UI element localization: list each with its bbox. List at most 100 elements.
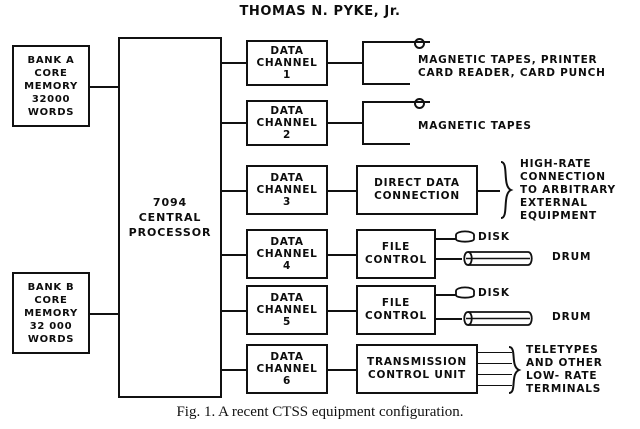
bank-b-line-4: 32 000 [29, 320, 73, 332]
channel-6-peripherals-line-4: TERMINALS [526, 383, 602, 395]
channel-1-to-bracket-line [328, 62, 362, 64]
cpu-to-channel-6-line [222, 369, 246, 371]
bank-a-to-cpu-line [90, 86, 120, 88]
channel-1-line-2: CHANNEL [256, 57, 318, 69]
direct-data-to-brace-line [478, 190, 500, 192]
channel-6-line-2: CHANNEL [256, 363, 318, 375]
cpu-to-channel-5-line [222, 310, 246, 312]
data-channel-1-box: DATA CHANNEL 1 [246, 40, 328, 86]
channel-2-device-bracket [362, 101, 410, 145]
bank-b-line-1: BANK B [27, 281, 75, 293]
terminal-line-3 [478, 374, 512, 375]
channel-4-number: 4 [282, 260, 291, 272]
disk-4-label: DISK [478, 231, 510, 243]
transmission-line-2: CONTROL UNIT [368, 369, 466, 381]
terminals-curly-brace-icon [508, 346, 522, 394]
cpu-to-channel-4-line [222, 254, 246, 256]
channel-3-peripherals-line-1: HIGH-RATE [520, 158, 592, 170]
cpu-line-2: CENTRAL [138, 211, 202, 224]
channel-2-line-2: CHANNEL [256, 117, 318, 129]
bank-b-line-5: WORDS [27, 333, 75, 345]
drum-icon [463, 251, 533, 266]
bank-a-core-memory-box: BANK A CORE MEMORY 32000 WORDS [12, 45, 90, 127]
file-control-5-to-disk-line [436, 294, 456, 296]
channel-6-line-1: DATA [270, 351, 304, 363]
bank-b-line-2: CORE [34, 294, 68, 306]
author-title: THOMAS N. PYKE, Jr. [239, 4, 401, 19]
disk-icon [455, 286, 475, 299]
channel-2-bracket-top-extension [408, 101, 430, 103]
channel-1-peripherals-line-2: CARD READER, CARD PUNCH [418, 67, 606, 79]
disk-5-label: DISK [478, 287, 510, 299]
bank-b-line-3: MEMORY [24, 307, 78, 319]
file-control-5-to-drum-line [436, 318, 462, 320]
cpu-line-1: 7094 [152, 196, 188, 209]
channel-3-peripherals-line-5: EQUIPMENT [520, 210, 597, 222]
channel-3-peripherals-line-4: EXTERNAL [520, 197, 588, 209]
bank-a-line-2: CORE [34, 67, 68, 79]
bank-b-core-memory-box: BANK B CORE MEMORY 32 000 WORDS [12, 272, 90, 354]
channel-6-number: 6 [282, 375, 291, 387]
cpu-to-channel-2-line [222, 122, 246, 124]
direct-data-line-2: CONNECTION [374, 190, 460, 202]
cpu-to-channel-1-line [222, 62, 246, 64]
drum-5-label: DRUM [552, 311, 592, 323]
channel-1-peripherals-label: MAGNETIC TAPES, PRINTER CARD READER, CAR… [418, 54, 606, 80]
terminal-line-1 [478, 352, 512, 353]
bank-a-line-4: 32000 [31, 93, 71, 105]
file-control-5-line-2: CONTROL [365, 310, 427, 322]
channel-6-peripherals-line-2: AND OTHER [526, 357, 603, 369]
channel-1-number: 1 [282, 69, 291, 81]
central-processor-box: 7094 CENTRAL PROCESSOR [118, 37, 222, 398]
transmission-control-unit-box: TRANSMISSION CONTROL UNIT [356, 344, 478, 394]
figure-caption: Fig. 1. A recent CTSS equipment configur… [176, 404, 464, 420]
channel-6-peripherals-line-3: LOW- RATE [526, 370, 598, 382]
data-channel-5-box: DATA CHANNEL 5 [246, 285, 328, 335]
channel-3-line-2: CHANNEL [256, 184, 318, 196]
channel-2-to-bracket-line [328, 122, 362, 124]
bank-a-line-3: MEMORY [24, 80, 78, 92]
data-channel-6-box: DATA CHANNEL 6 [246, 344, 328, 394]
direct-data-line-1: DIRECT DATA [374, 177, 460, 189]
channel-1-peripherals-line-1: MAGNETIC TAPES, PRINTER [418, 54, 598, 66]
channel-2-number: 2 [282, 129, 291, 141]
data-channel-3-box: DATA CHANNEL 3 [246, 165, 328, 215]
channel-5-line-2: CHANNEL [256, 304, 318, 316]
file-control-4-line-1: FILE [381, 241, 411, 253]
channel-4-to-file-control-line [328, 254, 356, 256]
channel-5-number: 5 [282, 316, 291, 328]
bank-a-line-1: BANK A [27, 54, 75, 66]
file-control-5-box: FILE CONTROL [356, 285, 436, 335]
bank-b-to-cpu-line [90, 313, 120, 315]
drum-icon [463, 311, 533, 326]
channel-3-peripherals-label: HIGH-RATE CONNECTION TO ARBITRARY EXTERN… [520, 158, 616, 223]
direct-data-connection-box: DIRECT DATA CONNECTION [356, 165, 478, 215]
data-channel-2-box: DATA CHANNEL 2 [246, 100, 328, 146]
channel-2-peripherals-label: MAGNETIC TAPES [418, 120, 532, 133]
bank-a-line-5: WORDS [27, 106, 75, 118]
channel-6-peripherals-line-1: TELETYPES [526, 344, 599, 356]
channel-1-bracket-dot-icon [414, 38, 425, 49]
channel-3-line-1: DATA [270, 172, 304, 184]
disk-icon [455, 230, 475, 243]
channel-1-bracket-top-extension [408, 41, 430, 43]
channel-5-to-file-control-line [328, 310, 356, 312]
file-control-4-line-2: CONTROL [365, 254, 427, 266]
transmission-line-1: TRANSMISSION [367, 356, 467, 368]
file-control-5-line-1: FILE [381, 297, 411, 309]
terminal-line-2 [478, 363, 512, 364]
channel-4-line-2: CHANNEL [256, 248, 318, 260]
file-control-4-to-disk-line [436, 238, 456, 240]
channel-1-line-1: DATA [270, 45, 304, 57]
channel-4-line-1: DATA [270, 236, 304, 248]
drum-4-label: DRUM [552, 251, 592, 263]
channel-5-line-1: DATA [270, 292, 304, 304]
file-control-4-box: FILE CONTROL [356, 229, 436, 279]
channel-2-peripherals-line-1: MAGNETIC TAPES [418, 120, 532, 132]
channel-3-to-direct-data-line [328, 190, 356, 192]
channel-2-bracket-dot-icon [414, 98, 425, 109]
channel-6-peripherals-label: TELETYPES AND OTHER LOW- RATE TERMINALS [526, 344, 603, 396]
channel-3-peripherals-line-3: TO ARBITRARY [520, 184, 616, 196]
high-rate-curly-brace-icon [500, 161, 514, 219]
